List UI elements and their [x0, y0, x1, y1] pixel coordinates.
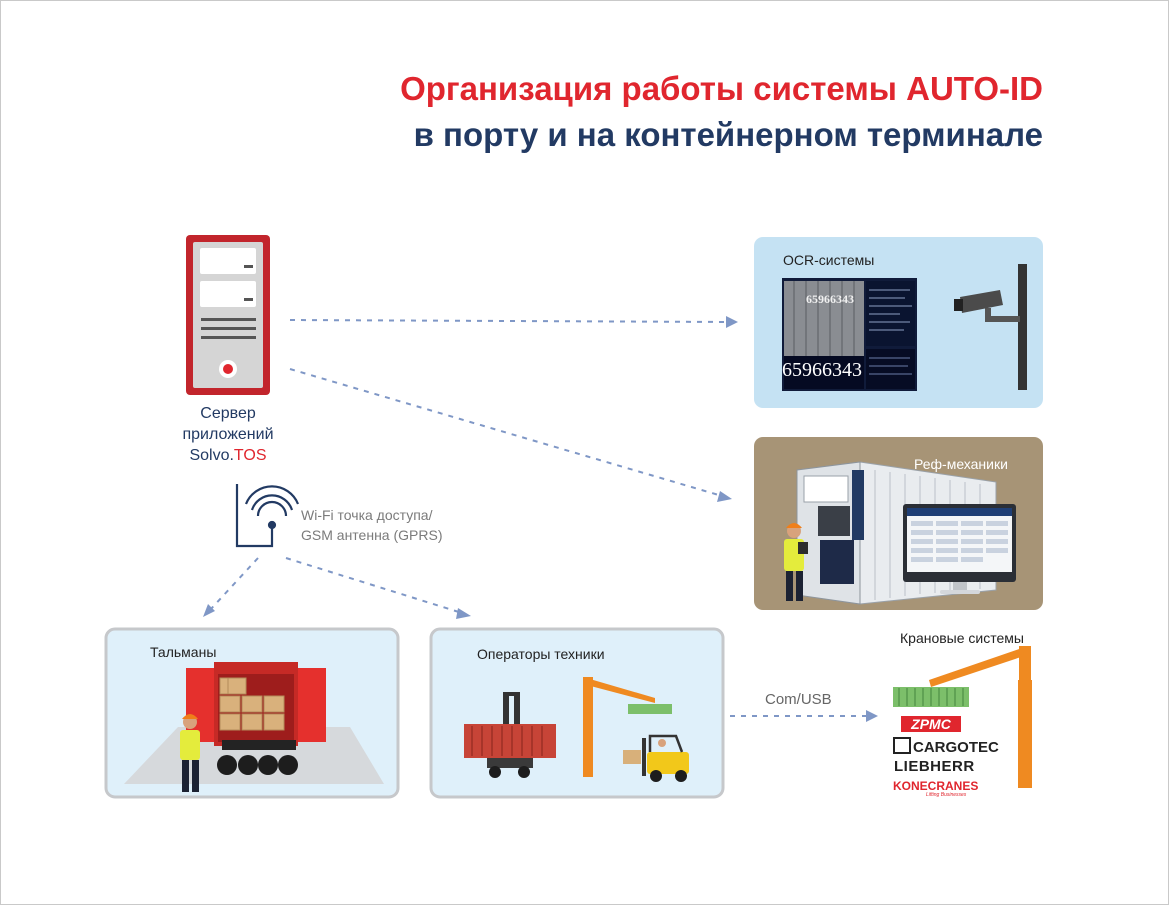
ocr-recognized-number: 65966343: [782, 359, 862, 381]
cargotec-logo-text: CARGOTEC: [913, 739, 999, 756]
reef-panel-label: Реф-механики: [914, 456, 1008, 472]
server-label-line2: приложений: [182, 426, 274, 443]
ocr-panel-label: OCR-системы: [783, 252, 875, 268]
tally-panel-label: Тальманы: [150, 644, 217, 660]
server-label-line1: Сервер: [200, 405, 256, 422]
com-usb-label: Com/USB: [765, 691, 832, 708]
title-line-1: Организация работы системы AUTO-ID: [400, 70, 1043, 107]
konecranes-tagline: Lifting Businesses: [926, 792, 967, 798]
server-brand: Solvo.TOS: [170, 445, 286, 466]
crane-systems-label: Крановые системы: [900, 630, 1024, 646]
operators-panel-label: Операторы техники: [477, 646, 605, 662]
wifi-label: Wi-Fi точка доступа/ GSM антенна (GPRS): [301, 505, 442, 545]
konecranes-logo: KONECRANES: [893, 779, 979, 793]
wifi-label-line1: Wi-Fi точка доступа/: [301, 507, 433, 523]
ocr-container-number: 65966343: [806, 292, 854, 306]
title-line-2: в порту и на контейнерном терминале: [413, 116, 1043, 153]
server-label: Сервер приложений Solvo.TOS: [170, 403, 286, 466]
liebherr-logo: LIEBHERR: [894, 758, 975, 775]
server-brand-prefix: Solvo.: [189, 447, 234, 464]
zpmc-logo: ZPMC: [901, 716, 961, 732]
wifi-label-line2: GSM антенна (GPRS): [301, 527, 443, 543]
server-brand-suffix: TOS: [233, 447, 267, 464]
cargotec-logo: CARGOTEC: [893, 737, 999, 756]
